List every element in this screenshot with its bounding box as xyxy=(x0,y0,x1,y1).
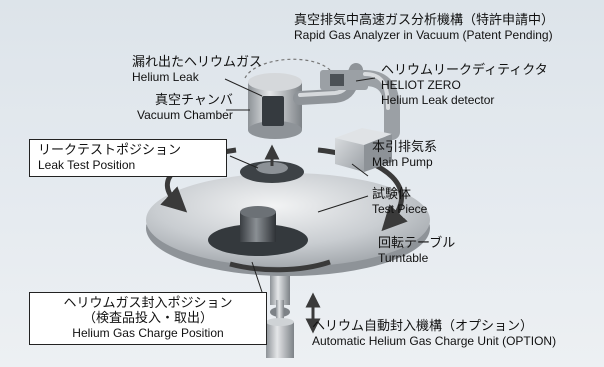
main-pump-label-jp: 本引排気系 xyxy=(372,140,438,155)
pump-box-front xyxy=(335,138,364,172)
chamber-label-en: Vacuum Chamber xyxy=(137,108,233,122)
charge-unit-body xyxy=(266,322,294,358)
helium-leak-label-en: Helium Leak xyxy=(132,70,199,84)
test-piece-label: 試験体 Test Piece xyxy=(372,187,427,217)
turntable-label-jp: 回転テーブル xyxy=(378,236,456,251)
test-piece-label-jp: 試験体 xyxy=(372,187,412,202)
charge-position-jp: ヘリウムガス封入ポジション xyxy=(63,296,233,311)
analyzer-label: 真空排気中高速ガス分析機構（特許申請中） Rapid Gas Analyzer … xyxy=(294,13,554,43)
helium-leak-label-jp: 漏れ出たヘリウムガス xyxy=(132,55,263,70)
test-position-inner xyxy=(256,162,288,174)
analyzer-label-en: Rapid Gas Analyzer in Vacuum (Patent Pen… xyxy=(294,28,553,42)
pump-box-side xyxy=(364,134,392,172)
rotation-arrow-front xyxy=(229,259,331,273)
helium-leak-label: 漏れ出たヘリウムガス Helium Leak xyxy=(132,55,262,85)
chamber-top xyxy=(248,73,302,91)
detector-label: ヘリウムリークディティクタ HELIOT ZERO Helium Leak de… xyxy=(381,63,548,108)
main-pump-label-en: Main Pump xyxy=(372,155,433,169)
turntable-label-en: Turntable xyxy=(378,251,429,265)
turntable-label: 回転テーブル Turntable xyxy=(378,236,455,266)
test-piece-top xyxy=(240,206,276,218)
main-pump-label: 本引排気系 Main Pump xyxy=(372,140,437,170)
detector-label-en1: HELIOT ZERO xyxy=(381,78,461,92)
detector-label-en2: Helium Leak detector xyxy=(381,93,495,107)
charge-unit-top xyxy=(266,318,294,326)
chamber-label: 真空チャンバ Vacuum Chamber xyxy=(137,93,233,123)
chamber-label-jp: 真空チャンバ xyxy=(154,93,233,108)
leak-test-position-box: リークテストポジション Leak Test Position xyxy=(29,139,227,177)
charge-unit-label-jp: ヘリウム自動封入機構（オプション） xyxy=(312,319,534,334)
leak-test-position-en: Leak Test Position xyxy=(38,158,136,172)
charge-position-box: ヘリウムガス封入ポジション （検査品投入・取出） Helium Gas Char… xyxy=(29,292,267,345)
charge-unit-label-en: Automatic Helium Gas Charge Unit (OPTION… xyxy=(312,334,557,348)
detector-label-jp: ヘリウムリークディティクタ xyxy=(381,63,548,78)
charge-position-en: Helium Gas Charge Position xyxy=(72,326,224,340)
chamber-window xyxy=(262,96,284,126)
detector-head-dark xyxy=(330,74,344,86)
chamber-bottom xyxy=(248,121,302,139)
detector-arm-highlight xyxy=(363,72,390,110)
leak-test-position-jp: リークテストポジション xyxy=(38,143,182,158)
charge-unit-label: ヘリウム自動封入機構（オプション） Automatic Helium Gas C… xyxy=(312,319,556,349)
charge-position-jp2: （検査品投入・取出） xyxy=(82,311,213,326)
test-piece-label-en: Test Piece xyxy=(372,202,428,216)
pump-box-top xyxy=(335,128,392,145)
leader-lines xyxy=(224,77,376,293)
leak-callout-arc xyxy=(244,58,331,79)
analyzer-label-jp: 真空排気中高速ガス分析機構（特許申請中） xyxy=(294,13,555,28)
charge-unit-neck xyxy=(276,300,284,322)
